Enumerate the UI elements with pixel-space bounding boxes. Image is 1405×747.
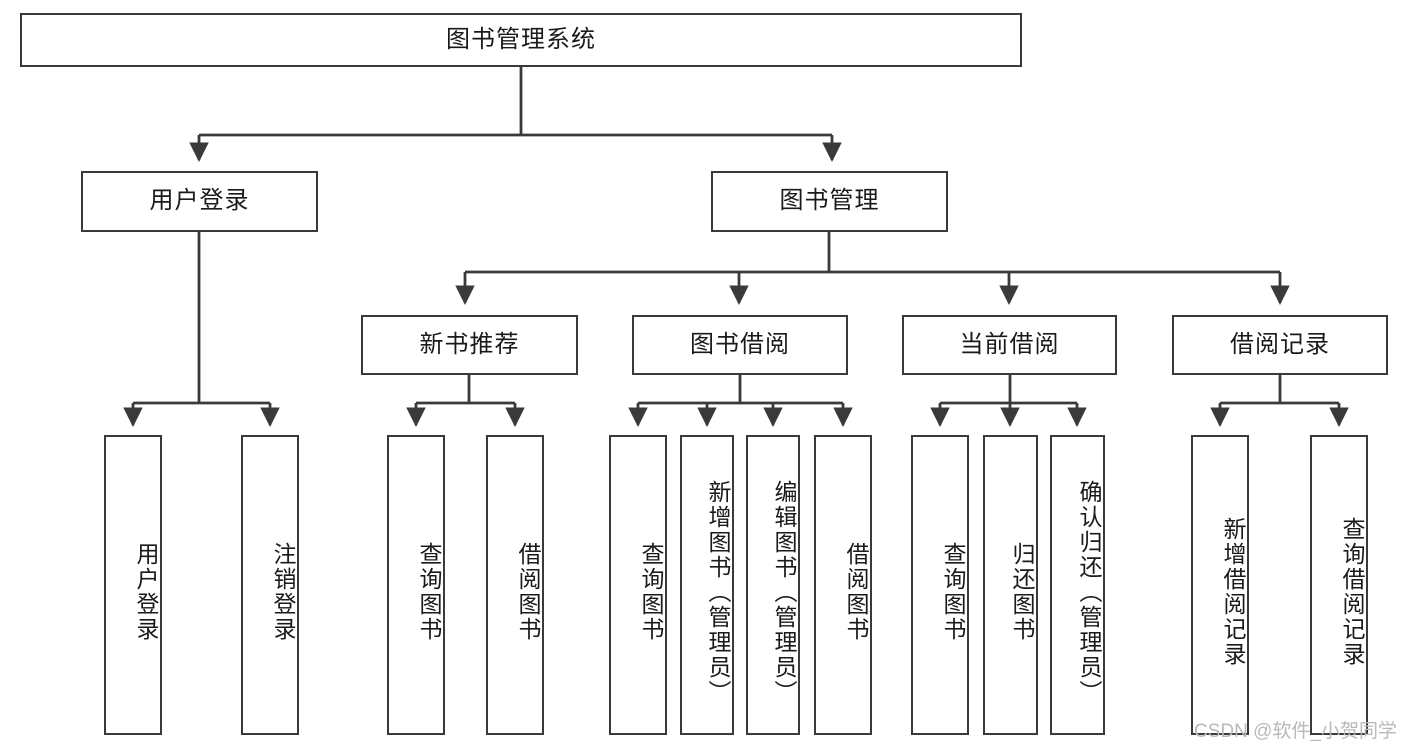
node-root-system[interactable]: 图书管理系统 — [20, 13, 1022, 67]
node-leaf-query-book-1[interactable]: 查询图书 — [387, 435, 445, 735]
node-leaf-borrow-book-2[interactable]: 借阅图书 — [814, 435, 872, 735]
node-user-login[interactable]: 用户登录 — [81, 171, 318, 232]
node-leaf-query-book-3[interactable]: 查询图书 — [911, 435, 969, 735]
node-leaf-user-logout[interactable]: 注销登录 — [241, 435, 299, 735]
node-leaf-query-book-2[interactable]: 查询图书 — [609, 435, 667, 735]
node-book-borrow[interactable]: 图书借阅 — [632, 315, 848, 375]
node-leaf-user-login[interactable]: 用户登录 — [104, 435, 162, 735]
node-leaf-return-book[interactable]: 归还图书 — [983, 435, 1038, 735]
node-leaf-add-record[interactable]: 新增借阅记录 — [1191, 435, 1249, 735]
node-borrow-record[interactable]: 借阅记录 — [1172, 315, 1388, 375]
node-new-book-recommend[interactable]: 新书推荐 — [361, 315, 578, 375]
node-leaf-query-record[interactable]: 查询借阅记录 — [1310, 435, 1368, 735]
node-leaf-add-book[interactable]: 新增图书（管理员） — [680, 435, 734, 735]
node-book-manage[interactable]: 图书管理 — [711, 171, 948, 232]
node-leaf-confirm-return[interactable]: 确认归还（管理员） — [1050, 435, 1105, 735]
node-leaf-edit-book[interactable]: 编辑图书（管理员） — [746, 435, 800, 735]
node-current-borrow[interactable]: 当前借阅 — [902, 315, 1117, 375]
node-leaf-borrow-book-1[interactable]: 借阅图书 — [486, 435, 544, 735]
csdn-watermark: CSDN @软件_小贺同学 — [1194, 721, 1397, 742]
